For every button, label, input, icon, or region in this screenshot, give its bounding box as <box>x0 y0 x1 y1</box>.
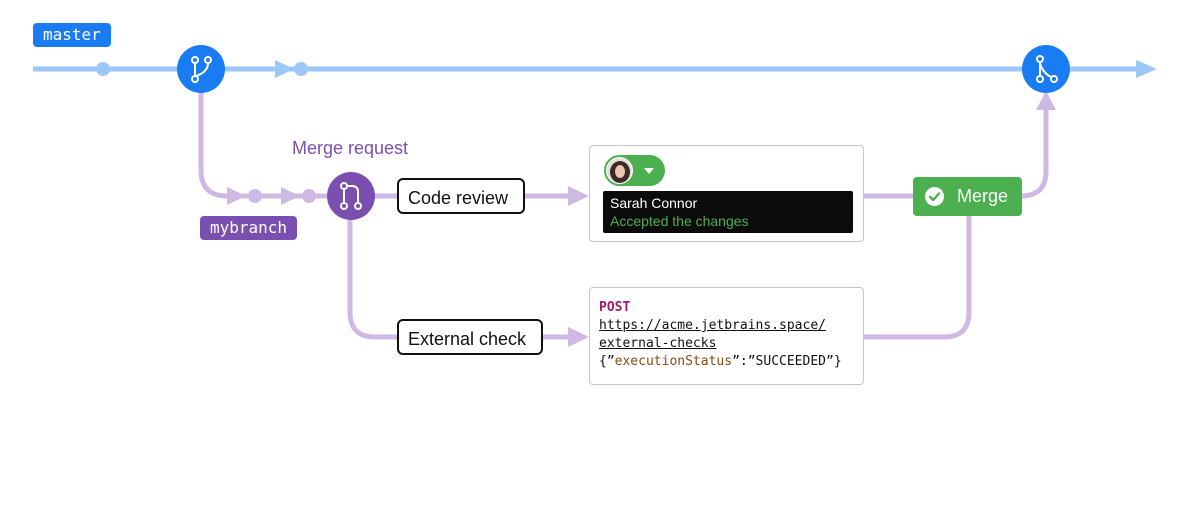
mybranch-commit-dot <box>248 189 262 203</box>
mybranch-line <box>198 92 330 199</box>
review-flow-arrow <box>568 186 589 206</box>
reviewer-name: Sarah Connor <box>610 195 698 211</box>
merge-request-label: Merge request <box>292 138 409 158</box>
mybranch-flow-arrow <box>281 187 300 205</box>
request-url-line-1[interactable]: https://acme.jetbrains.space/ <box>599 318 826 333</box>
branch-label-master: master <box>33 23 111 47</box>
request-body-open: {” <box>599 354 615 369</box>
request-body-key: executionStatus <box>614 354 733 369</box>
code-review-step[interactable]: Code review <box>397 178 525 214</box>
connector-merge-master <box>1020 108 1049 199</box>
reviewer-selector[interactable] <box>604 155 665 186</box>
http-request-code: POST https://acme.jetbrains.space/ exter… <box>599 299 842 371</box>
caret-down-icon <box>644 168 654 174</box>
git-merge-icon <box>1036 55 1058 83</box>
merge-button-label: Merge <box>957 186 1009 206</box>
mybranch-flow-arrow <box>227 187 246 205</box>
request-body-value: SUCCEEDED <box>755 354 826 369</box>
user-avatar <box>606 157 633 184</box>
mybranch-commit-dot <box>302 189 316 203</box>
master-commit-dot <box>96 62 110 76</box>
review-status-text: Accepted the changes <box>610 213 749 229</box>
review-card: Sarah Connor Accepted the changes <box>589 145 864 242</box>
request-url-line-2[interactable]: external-checks <box>599 336 717 351</box>
merge-request-node[interactable] <box>327 172 375 220</box>
http-method: POST <box>599 300 631 315</box>
external-check-step[interactable]: External check <box>397 319 543 355</box>
merge-button[interactable]: Merge <box>913 177 1022 216</box>
master-arrowhead <box>1136 60 1157 78</box>
master-flow-arrow <box>275 60 294 78</box>
pull-request-icon <box>340 182 362 210</box>
connector-mr-external <box>347 218 399 340</box>
review-status: Sarah Connor Accepted the changes <box>603 191 853 233</box>
request-body-close: ”} <box>826 354 842 369</box>
git-branch-icon <box>191 56 212 83</box>
external-check-request-card: POST https://acme.jetbrains.space/ exter… <box>589 287 864 385</box>
merge-up-arrow <box>1036 91 1056 110</box>
request-body: {”executionStatus”:”SUCCEEDED”} <box>599 353 842 371</box>
check-circle-icon <box>925 187 944 206</box>
merge-node <box>1022 45 1070 93</box>
connector-post-merge <box>863 215 972 340</box>
external-flow-arrow <box>568 327 589 347</box>
branch-label-mybranch: mybranch <box>200 216 298 240</box>
master-commit-dot <box>294 62 308 76</box>
branch-node <box>177 45 225 93</box>
request-body-separator: ”:” <box>732 354 756 369</box>
